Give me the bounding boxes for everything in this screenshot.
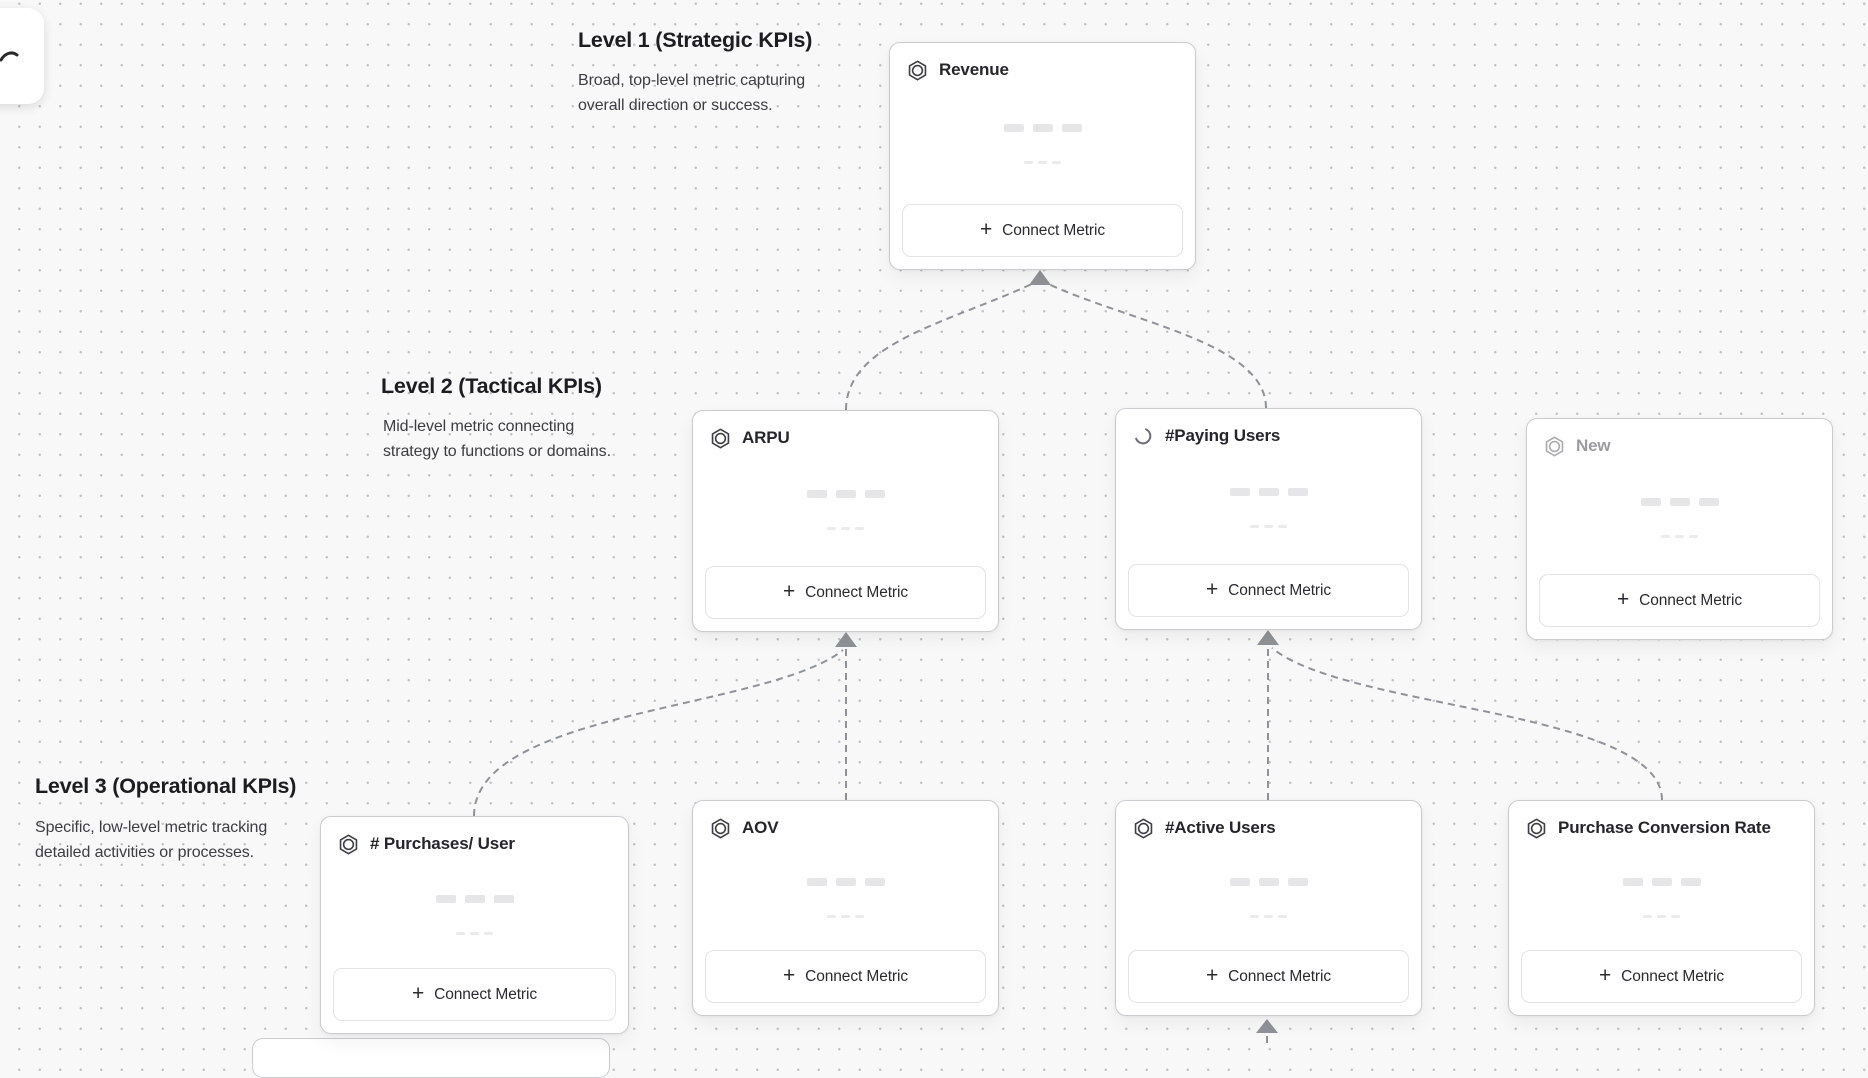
metric-card-title: # Purchases/ User bbox=[370, 834, 515, 853]
metric-placeholder-skeleton bbox=[890, 124, 1195, 165]
metric-card-title: Revenue bbox=[939, 60, 1009, 79]
level-2-description-line-1: Mid-level metric connecting bbox=[383, 418, 575, 435]
metric-card-header: AOV bbox=[708, 816, 986, 840]
cursor-stroke-icon bbox=[0, 51, 19, 62]
level-1-heading: Level 1 (Strategic KPIs) bbox=[578, 28, 813, 52]
metric-card-header: Purchase Conversion Rate bbox=[1524, 816, 1802, 840]
connect-metric-label: Connect Metric bbox=[1639, 591, 1742, 609]
metric-placeholder-skeleton bbox=[1509, 878, 1814, 919]
metric-card-new[interactable]: New + Connect Metric bbox=[1526, 418, 1833, 640]
plus-icon: + bbox=[979, 218, 993, 241]
metric-card-title: AOV bbox=[742, 818, 779, 837]
hexagon-metric-icon bbox=[905, 58, 929, 82]
connect-metric-button[interactable]: + Connect Metric bbox=[705, 950, 986, 1003]
connect-metric-label: Connect Metric bbox=[1228, 967, 1331, 985]
metric-card-header: #Active Users bbox=[1131, 816, 1409, 840]
plus-icon: + bbox=[1598, 964, 1612, 987]
plus-icon: + bbox=[1616, 588, 1630, 611]
connect-metric-label: Connect Metric bbox=[434, 985, 537, 1003]
level-3-description-line-2: detailed activities or processes. bbox=[35, 844, 255, 861]
metric-card-title: Purchase Conversion Rate bbox=[1558, 818, 1771, 837]
connector-edge-pcr-payingusers bbox=[1271, 647, 1663, 801]
metric-card-purchase-conversion-rate[interactable]: Purchase Conversion Rate + Connect Metri… bbox=[1508, 800, 1815, 1016]
metric-placeholder-skeleton bbox=[693, 490, 998, 531]
level-2-description: Mid-level metric connecting strategy to … bbox=[383, 414, 611, 464]
level-1-description-line-2: overall direction or success. bbox=[578, 97, 773, 114]
connector-arrowhead bbox=[1029, 270, 1051, 285]
connect-metric-button[interactable]: + Connect Metric bbox=[1128, 950, 1409, 1003]
hexagon-metric-icon bbox=[336, 832, 360, 856]
metric-card-title: New bbox=[1576, 436, 1611, 455]
level-2-heading: Level 2 (Tactical KPIs) bbox=[381, 374, 602, 398]
metric-card-active-users[interactable]: #Active Users + Connect Metric bbox=[1115, 800, 1422, 1016]
metric-card-purchases-per-user[interactable]: # Purchases/ User + Connect Metric bbox=[320, 816, 629, 1034]
hexagon-metric-icon bbox=[1524, 816, 1548, 840]
connector-arrowhead bbox=[835, 632, 857, 647]
hexagon-metric-icon bbox=[1131, 816, 1155, 840]
floating-toolbar-fragment[interactable] bbox=[0, 8, 44, 104]
metric-placeholder-skeleton bbox=[1116, 488, 1421, 529]
metric-placeholder-skeleton bbox=[1527, 498, 1832, 539]
metric-card-header: #Paying Users bbox=[1131, 424, 1409, 448]
metric-placeholder-skeleton bbox=[1116, 878, 1421, 919]
metric-card-paying-users[interactable]: #Paying Users + Connect Metric bbox=[1115, 408, 1422, 630]
metric-card-header: New bbox=[1542, 434, 1820, 458]
connector-arrowhead bbox=[1256, 1019, 1278, 1033]
connect-metric-button[interactable]: + Connect Metric bbox=[1539, 574, 1820, 627]
level-3-heading: Level 3 (Operational KPIs) bbox=[35, 774, 297, 798]
metric-card-header: Revenue bbox=[905, 58, 1183, 82]
level-3-description-line-1: Specific, low-level metric tracking bbox=[35, 819, 268, 836]
level-3-description: Specific, low-level metric tracking deta… bbox=[35, 815, 267, 865]
connector-edge-payingusers-revenue bbox=[1043, 281, 1267, 409]
plus-icon: + bbox=[782, 580, 796, 603]
plus-icon: + bbox=[782, 964, 796, 987]
level-1-description: Broad, top-level metric capturing overal… bbox=[578, 68, 805, 118]
metric-placeholder-skeleton bbox=[321, 894, 628, 935]
connect-metric-button[interactable]: + Connect Metric bbox=[902, 204, 1183, 257]
plus-icon: + bbox=[1205, 578, 1219, 601]
metric-card-aov[interactable]: AOV + Connect Metric bbox=[692, 800, 999, 1016]
metric-card-header: ARPU bbox=[708, 426, 986, 450]
connector-edge-purchases-arpu bbox=[473, 649, 844, 817]
metric-card-arpu[interactable]: ARPU + Connect Metric bbox=[692, 410, 999, 632]
hexagon-metric-icon bbox=[1542, 434, 1566, 458]
metric-card-title: #Paying Users bbox=[1165, 426, 1281, 445]
connect-metric-label: Connect Metric bbox=[1228, 581, 1331, 599]
metric-card-title: #Active Users bbox=[1165, 818, 1276, 837]
hexagon-metric-icon bbox=[708, 426, 732, 450]
connector-arrowhead bbox=[1257, 630, 1279, 645]
metric-card-title: ARPU bbox=[742, 428, 790, 447]
connect-metric-button[interactable]: + Connect Metric bbox=[333, 968, 616, 1021]
connect-metric-label: Connect Metric bbox=[805, 967, 908, 985]
connect-metric-button[interactable]: + Connect Metric bbox=[1521, 950, 1802, 1003]
plus-icon: + bbox=[411, 982, 425, 1005]
level-1-description-line-1: Broad, top-level metric capturing bbox=[578, 72, 806, 89]
metric-card-revenue[interactable]: Revenue + Connect Metric bbox=[889, 42, 1196, 270]
spinner-icon bbox=[1131, 424, 1155, 448]
connect-metric-button[interactable]: + Connect Metric bbox=[705, 566, 986, 619]
connect-metric-button[interactable]: + Connect Metric bbox=[1128, 564, 1409, 617]
connector-edge-arpu-revenue bbox=[845, 281, 1037, 411]
connect-metric-label: Connect Metric bbox=[1002, 221, 1105, 239]
hexagon-metric-icon bbox=[708, 816, 732, 840]
metric-placeholder-skeleton bbox=[693, 878, 998, 919]
plus-icon: + bbox=[1205, 964, 1219, 987]
level-2-description-line-2: strategy to functions or domains. bbox=[383, 443, 611, 460]
connect-metric-label: Connect Metric bbox=[1621, 967, 1724, 985]
metric-card-header: # Purchases/ User bbox=[336, 832, 616, 856]
partial-metric-card[interactable] bbox=[252, 1038, 610, 1078]
connect-metric-label: Connect Metric bbox=[805, 583, 908, 601]
